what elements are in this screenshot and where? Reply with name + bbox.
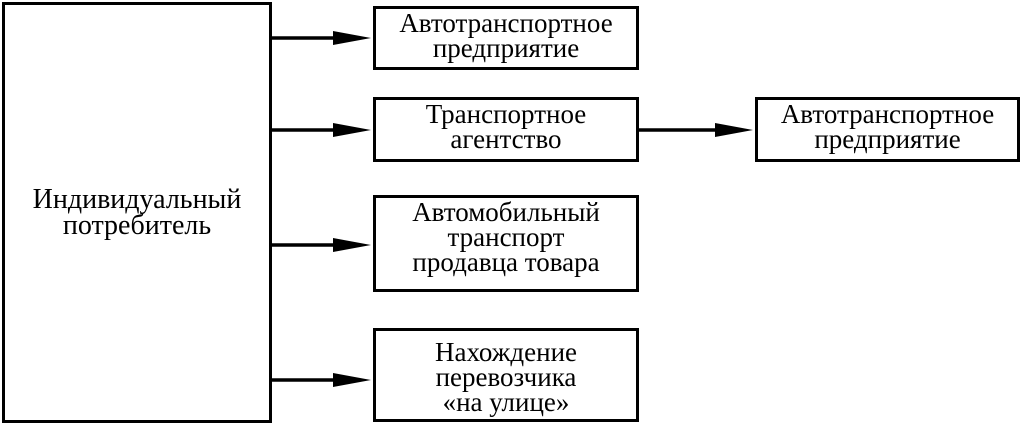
transport-agency-label: Транспортное агентство bbox=[425, 99, 587, 154]
agency-motor-transport-enterprise-box: Автотранспортное предприятие bbox=[755, 97, 1020, 162]
transport-agency-box: Транспортное агентство bbox=[373, 97, 639, 162]
motor-transport-enterprise-label: Автотранспортное предприятие bbox=[399, 8, 613, 63]
street-carrier-box: Нахождение перевозчика «на улице» bbox=[373, 328, 639, 422]
street-carrier-label: Нахождение перевозчика «на улице» bbox=[434, 337, 578, 417]
arrow-agency-to-atp-right bbox=[639, 123, 753, 137]
seller-vehicle-transport-label: Автомобильный транспорт продавца товара bbox=[412, 197, 600, 277]
arrow-to-agency bbox=[272, 123, 371, 137]
seller-vehicle-transport-box: Автомобильный транспорт продавца товара bbox=[373, 195, 639, 292]
arrow-to-atp-top bbox=[272, 31, 371, 45]
arrow-to-street-carrier bbox=[272, 373, 371, 387]
agency-motor-transport-enterprise-label: Автотранспортное предприятие bbox=[780, 99, 995, 154]
individual-consumer-label: Индивидуальный потребитель bbox=[32, 183, 242, 241]
individual-consumer-box: Индивидуальный потребитель bbox=[2, 2, 272, 423]
motor-transport-enterprise-box: Автотранспортное предприятие bbox=[373, 6, 639, 70]
arrow-to-seller-transport bbox=[272, 238, 371, 252]
